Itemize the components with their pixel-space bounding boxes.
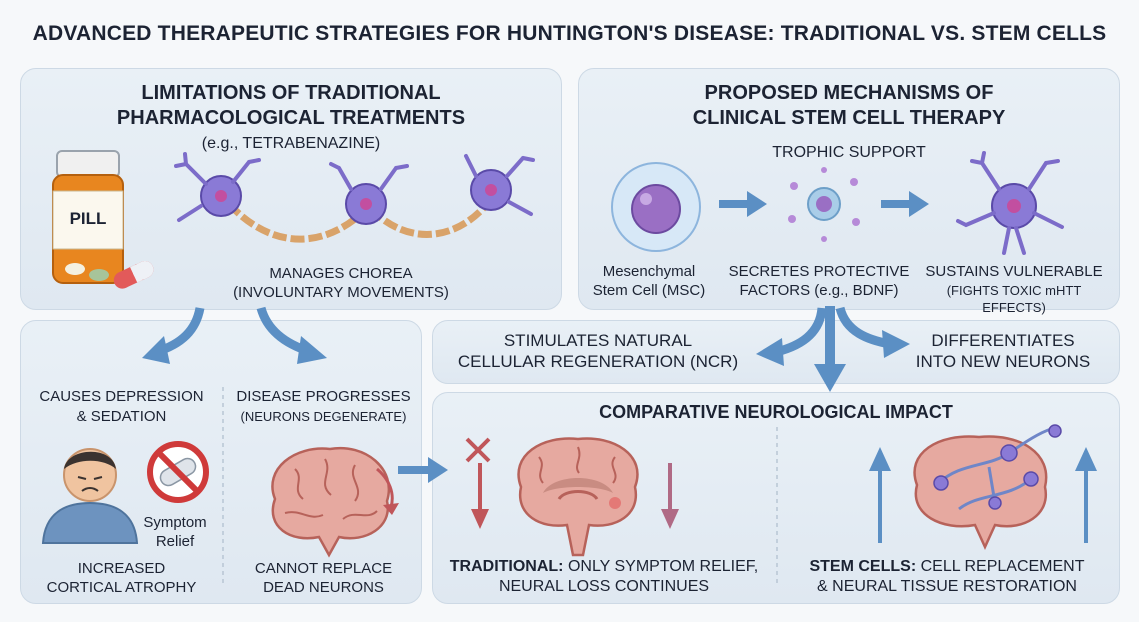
traditional-line1: TRADITIONAL: ONLY SYMPTOM RELIEF, xyxy=(433,557,775,576)
sustains-line2: (FIGHTS TOXIC mHTT EFFECTS) xyxy=(946,283,1082,315)
sustained-neuron-icon xyxy=(956,151,1064,255)
atrophied-brain-icon xyxy=(271,446,399,558)
depression-line2: & SEDATION xyxy=(76,408,167,425)
branching-arrows-icon xyxy=(756,306,910,392)
stem-line2: & NEURAL TISSUE RESTORATION xyxy=(817,578,1077,595)
sad-person-icon xyxy=(41,448,139,544)
msc-line1: Mesenchymal xyxy=(602,263,696,280)
comparative-impact-panel: COMPARATIVE NEUROLOGICAL IMPACT xyxy=(432,392,1120,604)
curved-arrow-icon xyxy=(142,307,205,364)
manages-chorea-line1: MANAGES CHOREA xyxy=(269,265,413,282)
divider-line xyxy=(776,427,778,587)
divider-line xyxy=(222,387,224,587)
differentiates-line2: INTO NEW NEURONS xyxy=(915,352,1091,371)
symptom-relief-line1: Symptom xyxy=(143,514,207,531)
neuron-chain-icon xyxy=(174,152,535,243)
traditional-limitations-panel: LIMITATIONS OF TRADITIONAL PHARMACOLOGIC… xyxy=(20,68,562,310)
restored-brain-icon xyxy=(913,424,1062,551)
panel-title-line2: CLINICAL STEM CELL THERAPY xyxy=(692,107,1006,129)
traditional-label: TRADITIONAL: xyxy=(449,558,564,575)
arrow-right-icon xyxy=(398,457,448,483)
degenerating-brain-icon xyxy=(517,437,639,557)
pill-label: PILL xyxy=(69,209,107,228)
differentiates-line1: DIFFERENTIATES xyxy=(931,331,1075,350)
no-pill-icon xyxy=(147,441,209,503)
secretes-line1: SECRETES PROTECTIVE xyxy=(728,263,910,280)
secretes-line2: FACTORS (e.g., BDNF) xyxy=(739,282,899,299)
ncr-line2: CELLULAR REGENERATION (NCR) xyxy=(457,352,739,371)
replace-line2: DEAD NEURONS xyxy=(263,579,384,596)
arrow-right-icon xyxy=(719,191,767,217)
panel-title-line2: PHARMACOLOGICAL TREATMENTS xyxy=(116,107,466,129)
panel-title-line1: LIMITATIONS OF TRADITIONAL xyxy=(141,82,441,104)
red-x-icon xyxy=(465,437,491,463)
progresses-line2: (NEURONS DEGENERATE) xyxy=(240,409,407,424)
msc-line2: Stem Cell (MSC) xyxy=(592,282,706,299)
depression-line1: CAUSES DEPRESSION xyxy=(39,388,204,405)
up-arrow-icon xyxy=(869,447,891,543)
replace-line1: CANNOT REPLACE xyxy=(254,560,393,577)
stem-rest: CELL REPLACEMENT xyxy=(916,558,1085,575)
traditional-line2: NEURAL LOSS CONTINUES xyxy=(498,578,710,595)
atrophy-line1: INCREASED xyxy=(77,560,166,577)
trophic-support-label: TROPHIC SUPPORT xyxy=(772,144,926,161)
traditional-rest: ONLY SYMPTOM RELIEF, xyxy=(563,558,759,575)
atrophy-line2: CORTICAL ATROPHY xyxy=(46,579,197,596)
arrow-right-icon xyxy=(881,191,929,217)
up-arrow-icon xyxy=(1075,447,1097,543)
traditional-outcomes-panel: CAUSES DEPRESSION & SEDATION DISEASE PRO… xyxy=(20,320,422,604)
page-title: ADVANCED THERAPEUTIC STRATEGIES FOR HUNT… xyxy=(32,22,1107,45)
panel-subtitle: (e.g., TETRABENAZINE) xyxy=(201,135,381,152)
stem-cell-mechanisms-panel: PROPOSED MECHANISMS OF CLINICAL STEM CEL… xyxy=(578,68,1120,315)
down-arrow-icon xyxy=(661,463,679,529)
pill-bottle-icon xyxy=(52,150,154,289)
ncr-line1: STIMULATES NATURAL xyxy=(503,331,693,350)
stem-line1: STEM CELLS: CELL REPLACEMENT xyxy=(777,557,1117,576)
stem-label: STEM CELLS: xyxy=(809,558,917,575)
manages-chorea-line2: (INVOLUNTARY MOVEMENTS) xyxy=(233,284,449,301)
panel-title: COMPARATIVE NEUROLOGICAL IMPACT xyxy=(599,402,953,422)
sustains-line1: SUSTAINS VULNERABLE xyxy=(925,263,1103,280)
msc-cell-icon xyxy=(611,162,701,252)
progresses-line1: DISEASE PROGRESSES xyxy=(236,388,411,405)
bdnf-factor-icon xyxy=(788,167,860,242)
symptom-relief-line2: Relief xyxy=(155,533,195,550)
panel-title-line1: PROPOSED MECHANISMS OF xyxy=(704,82,994,104)
curved-arrow-icon xyxy=(256,306,327,364)
down-arrow-icon xyxy=(471,463,489,529)
